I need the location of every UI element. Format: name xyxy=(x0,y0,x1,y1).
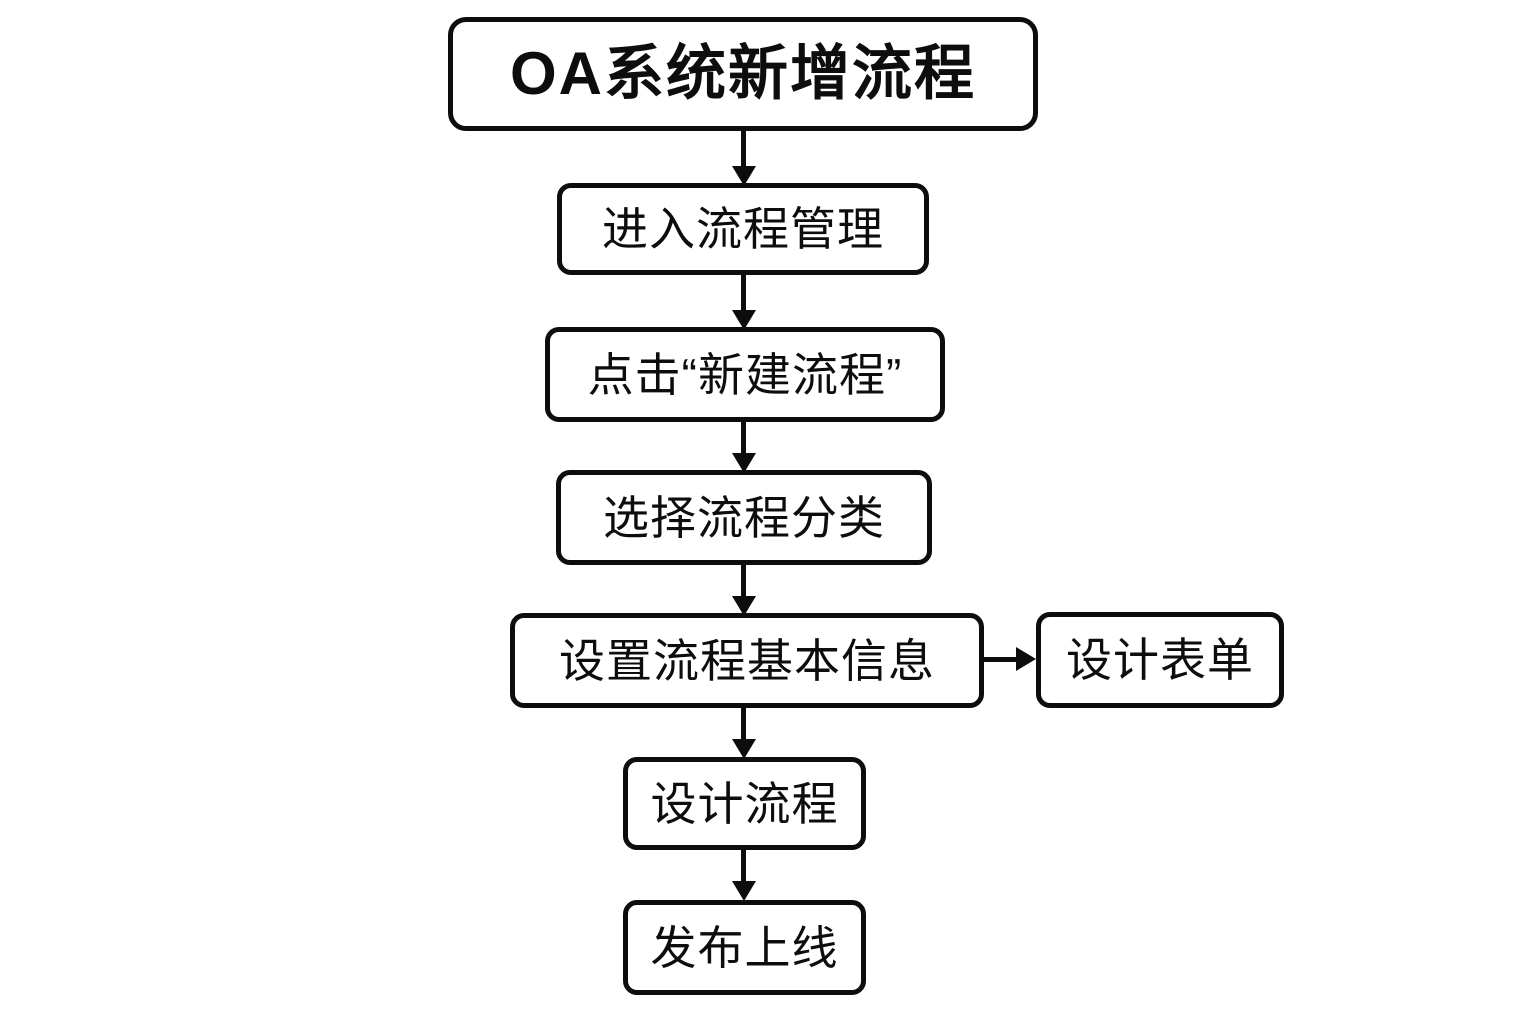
edge-line xyxy=(984,657,1024,662)
flowchart-node-label: 点击“新建流程” xyxy=(587,348,903,401)
arrow-head-icon xyxy=(732,310,756,330)
flowchart-title-label: OA系统新增流程 xyxy=(510,40,976,107)
flowchart-node-step5[interactable]: 设计流程 xyxy=(623,757,866,850)
arrow-head-icon xyxy=(1016,647,1036,671)
flowchart-node-step2[interactable]: 点击“新建流程” xyxy=(545,327,945,422)
arrow-head-icon xyxy=(732,166,756,186)
flowchart-node-label: 设置流程基本信息 xyxy=(559,634,935,687)
edge-line xyxy=(741,275,746,315)
edge-line xyxy=(741,850,746,888)
edge-line xyxy=(741,422,746,460)
flowchart-node-step1[interactable]: 进入流程管理 xyxy=(557,183,929,275)
flowchart-title-node: OA系统新增流程 xyxy=(448,17,1038,131)
edge-line xyxy=(741,708,746,746)
flowchart-node-label: 进入流程管理 xyxy=(602,203,884,255)
edge-line xyxy=(741,565,746,603)
arrow-head-icon xyxy=(732,596,756,616)
flowchart-node-label: 设计表单 xyxy=(1066,634,1254,686)
flowchart-node-step6[interactable]: 发布上线 xyxy=(623,900,866,995)
arrow-head-icon xyxy=(732,739,756,759)
flowchart-node-label: 发布上线 xyxy=(650,921,839,974)
flowchart-node-branch1[interactable]: 设计表单 xyxy=(1036,612,1284,708)
edge-line xyxy=(741,131,746,171)
arrow-head-icon xyxy=(732,453,756,473)
arrow-head-icon xyxy=(732,881,756,901)
flowchart-node-label: 选择流程分类 xyxy=(603,491,885,544)
flowchart-node-step4[interactable]: 设置流程基本信息 xyxy=(510,613,984,708)
flowchart-node-label: 设计流程 xyxy=(650,777,839,830)
flowchart-node-step3[interactable]: 选择流程分类 xyxy=(556,470,932,565)
